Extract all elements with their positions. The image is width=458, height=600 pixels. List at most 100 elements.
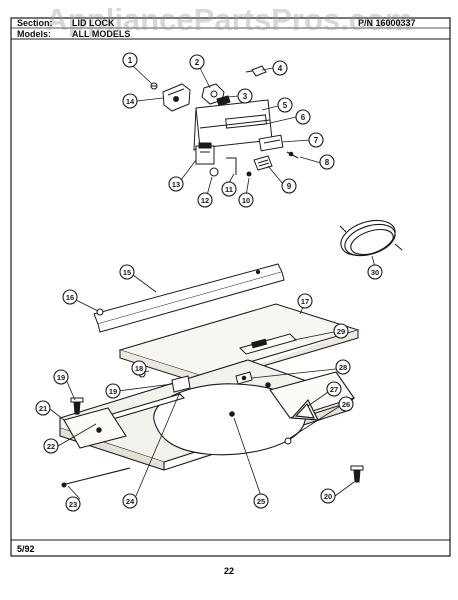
callout-10: 10	[238, 192, 254, 208]
callout-circle	[105, 383, 121, 399]
callout-circle	[320, 488, 336, 504]
wire-harness-part-30	[339, 219, 403, 257]
callout-circle	[335, 359, 351, 375]
callout-circle	[253, 493, 269, 509]
callout-circle	[308, 132, 324, 148]
terminal-block-part-9	[253, 155, 273, 171]
callout-5: 5	[277, 97, 293, 113]
callout-circle	[295, 109, 311, 125]
screw-part-16	[96, 308, 104, 316]
section-label: Section:	[17, 18, 53, 28]
callout-circle	[65, 496, 81, 512]
callout-circle	[281, 178, 297, 194]
callout-circle	[297, 293, 313, 309]
callout-circle	[319, 154, 335, 170]
callout-29: 29	[333, 323, 349, 339]
callout-28: 28	[335, 359, 351, 375]
lock-cable-part-22	[61, 467, 131, 488]
callout-circle	[62, 289, 78, 305]
callout-number: 24	[126, 497, 135, 506]
plug-part-4	[245, 65, 267, 77]
screw-part-24	[229, 411, 235, 417]
callout-circle	[168, 176, 184, 192]
spring-part-12	[209, 167, 219, 177]
callout-16: 16	[62, 289, 78, 305]
outer-frame	[10, 17, 451, 557]
callout-11: 11	[221, 181, 237, 197]
callout-number: 17	[301, 297, 309, 306]
screw-part-19-right	[350, 465, 364, 483]
models-label: Models:	[17, 29, 52, 39]
callout-number: 26	[342, 400, 350, 409]
section-value: LID LOCK	[72, 18, 115, 28]
callout-circle	[272, 60, 288, 76]
callout-circle	[333, 323, 349, 339]
page-number: 22	[223, 566, 234, 576]
callout-number: 28	[339, 363, 347, 372]
callout-9: 9	[281, 178, 297, 194]
callout-18: 18	[131, 360, 147, 376]
callout-circle	[122, 52, 138, 68]
latch-part-27	[235, 371, 253, 385]
callout-4: 4	[272, 60, 288, 76]
callout-number: 18	[135, 364, 143, 373]
callout-circle	[35, 400, 51, 416]
callout-25: 25	[253, 493, 269, 509]
callout-circle	[122, 493, 138, 509]
lock-mechanism-part	[201, 83, 231, 107]
callout-number: 7	[314, 136, 319, 145]
clip-part-25	[284, 437, 292, 445]
callout-12: 12	[197, 192, 213, 208]
callout-number: 25	[257, 497, 265, 506]
callout-circle	[119, 264, 135, 280]
callout-20: 20	[320, 488, 336, 504]
callout-circle	[237, 88, 253, 104]
revision-date: 5/92	[17, 544, 35, 554]
callout-circle	[221, 181, 237, 197]
callout-circle	[122, 93, 138, 109]
screw-part-1	[150, 82, 158, 90]
callout-number: 11	[225, 185, 233, 194]
callout-7: 7	[308, 132, 324, 148]
callout-number: 1	[128, 56, 133, 65]
callout-number: 20	[324, 492, 332, 501]
callout-number: 3	[243, 92, 248, 101]
callout-circle	[197, 192, 213, 208]
connector-part-7	[258, 134, 284, 152]
callout-15: 15	[119, 264, 135, 280]
callout-circle	[277, 97, 293, 113]
lock-bracket-part-18	[171, 375, 191, 393]
wire-part-8	[286, 151, 299, 159]
callout-2: 2	[189, 54, 205, 70]
callout-number: 5	[283, 101, 288, 110]
callout-circle	[338, 396, 354, 412]
screw-part-19-left	[70, 397, 84, 415]
part-number: P/N 16000337	[358, 18, 416, 28]
callout-circle	[326, 381, 342, 397]
callout-24: 24	[122, 493, 138, 509]
rod-part-11	[226, 157, 237, 175]
callout-8: 8	[319, 154, 335, 170]
callout-14: 14	[122, 93, 138, 109]
callout-number: 21	[39, 404, 47, 413]
callout-number: 23	[69, 500, 77, 509]
callout-13: 13	[168, 176, 184, 192]
switch-bracket-part	[162, 83, 191, 112]
solenoid-part-13	[195, 142, 215, 165]
hinge-part-28	[239, 333, 297, 355]
callout-30: 30	[367, 264, 383, 280]
callout-circle	[131, 360, 147, 376]
callout-number: 6	[301, 113, 306, 122]
callout-number: 13	[172, 180, 180, 189]
callout-number: 14	[126, 97, 135, 106]
screw-part-10	[246, 171, 252, 177]
callout-number: 9	[287, 182, 292, 191]
callout-6: 6	[295, 109, 311, 125]
callout-number: 15	[123, 268, 131, 277]
callout-17: 17	[297, 293, 313, 309]
callout-1: 1	[122, 52, 138, 68]
callout-number: 4	[278, 64, 283, 73]
callout-circle	[189, 54, 205, 70]
callout-circle	[43, 438, 59, 454]
